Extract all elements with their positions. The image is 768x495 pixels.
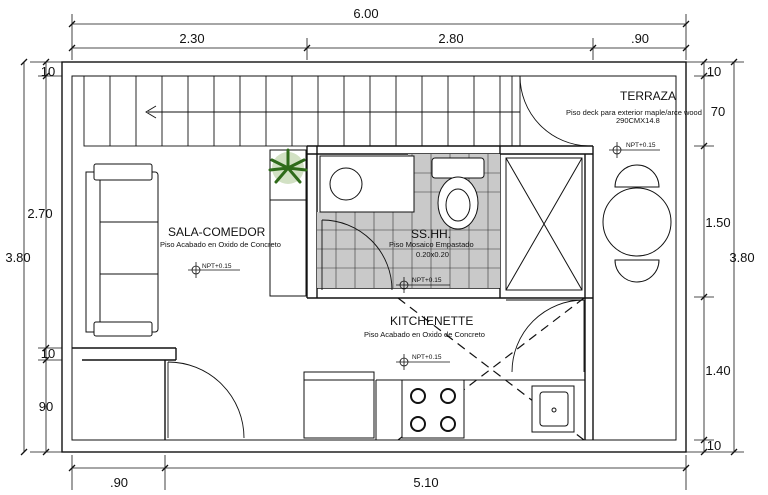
stove: [401, 379, 465, 439]
dim-right-overall: 3.80: [729, 250, 754, 265]
entrance-door: [167, 361, 245, 439]
dimension-ticks: [20, 20, 738, 472]
dim-right-bottom-wall: 10: [707, 438, 721, 453]
sala-finish: Piso Acabado en Oxido de Concreto: [160, 240, 281, 249]
dim-top-middle: 2.80: [438, 31, 463, 46]
terraza-label: TERRAZA: [620, 89, 676, 103]
kitchen-counter: [375, 379, 585, 440]
washbasin: [319, 155, 415, 213]
dim-right-lower: 1.40: [705, 363, 730, 378]
terraza-size: 290CMX14.8: [616, 116, 660, 125]
dim-top-right: .90: [631, 31, 649, 46]
dim-bottom-left: .90: [110, 475, 128, 490]
fridge: [303, 371, 375, 439]
terraza-finish: Piso deck para exterior maple/arce wood: [566, 108, 702, 117]
terraza-level: NPT+0.15: [626, 142, 656, 149]
dim-right-top-wall: 10: [707, 64, 721, 79]
terrace-table: [602, 164, 672, 283]
stair: [83, 75, 520, 147]
kitchen-sink: [531, 385, 575, 433]
sala-level: NPT+0.15: [202, 263, 232, 270]
kitchenette-label: KITCHENETTE: [390, 314, 473, 328]
dim-left-lower: 90: [39, 399, 53, 414]
dim-left-upper: 2.70: [27, 206, 52, 221]
bath-door: [321, 219, 393, 291]
dim-top-left: 2.30: [179, 31, 204, 46]
kitchenette-level: NPT+0.15: [412, 354, 442, 361]
ssh-label: SS.HH.: [411, 227, 451, 241]
dim-left-top-wall: 10: [41, 64, 55, 79]
toilet: [431, 157, 485, 230]
kitchenette-finish: Piso Acabado en Oxido de Concreto: [364, 330, 485, 339]
shower: [505, 157, 583, 291]
ssh-finish: Piso Mosaico Empastado: [389, 240, 474, 249]
sala-label: SALA-COMEDOR: [168, 225, 266, 239]
dim-right-mid: 1.50: [705, 215, 730, 230]
ssh-level: NPT+0.15: [412, 277, 442, 284]
dim-left-overall: 3.80: [5, 250, 30, 265]
ssh-size: 0.20x0.20: [416, 250, 449, 259]
kitchen-door: [506, 299, 585, 373]
sofa: [85, 163, 159, 337]
level-markers: [188, 142, 660, 370]
dim-right-upper: 70: [711, 104, 725, 119]
terraza-door: [519, 75, 589, 147]
dim-left-mid: 10: [41, 346, 55, 361]
dim-bottom-right: 5.10: [413, 475, 438, 490]
plant-icon: [268, 148, 308, 184]
dim-overall-width: 6.00: [353, 6, 378, 21]
